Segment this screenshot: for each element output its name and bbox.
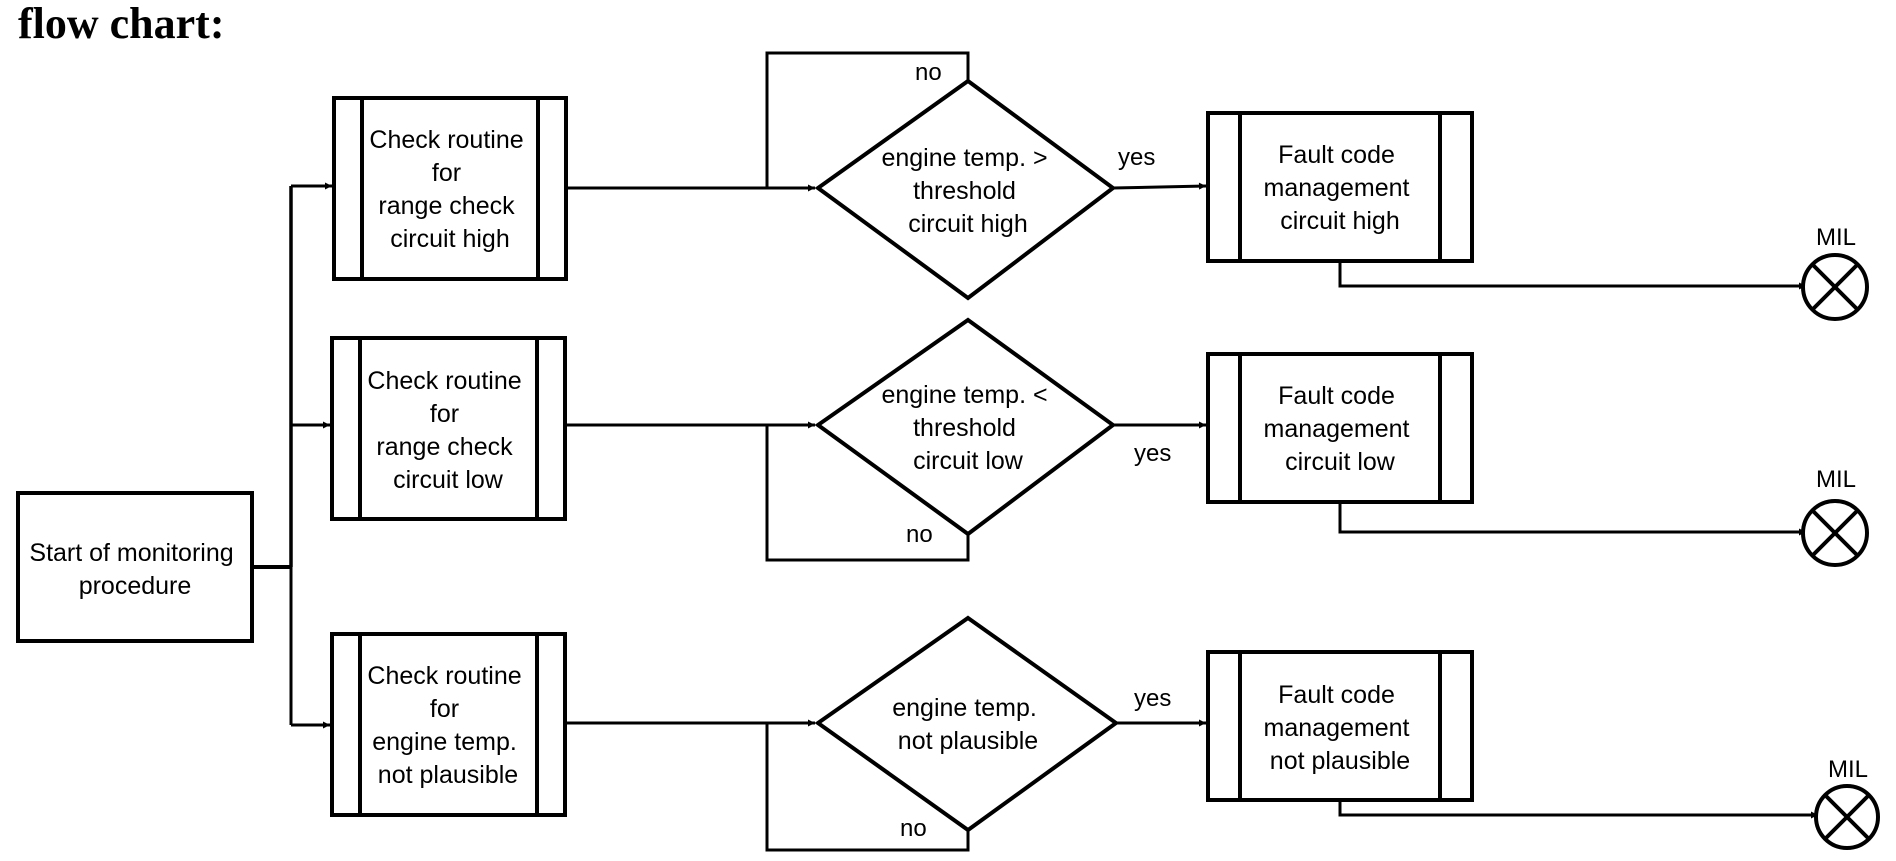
fault-line: Fault code (1278, 382, 1395, 410)
decision-line: threshold (913, 414, 1016, 442)
decision-circuit-low: engine temp. < threshold circuit low (814, 317, 1117, 537)
fault-line: management (1264, 714, 1410, 742)
fault-code-not-plausible: Fault code management not plausible (1206, 650, 1474, 802)
check-line: range check (376, 433, 513, 461)
no-label: no (906, 521, 933, 548)
yes-label: yes (1134, 440, 1171, 467)
fault-line: Fault code (1278, 681, 1395, 709)
mil-label: MIL (1816, 224, 1856, 251)
mil-lamp-icon (1801, 253, 1869, 321)
row-connectors (565, 51, 1818, 852)
check-line: Check routine (367, 367, 521, 395)
check-routine-circuit-low: Check routine for range check circuit lo… (330, 336, 567, 521)
decision-circuit-high: engine temp. > threshold circuit high (814, 78, 1117, 301)
svg-text:Check routine for: Check routine for engine temp. not plaus… (367, 662, 528, 789)
check-line: Check routine (369, 126, 523, 154)
decision-not-plausible: engine temp. not plausible (814, 615, 1120, 833)
svg-text:engine temp. < threshold: engine temp. < threshold circuit low (881, 381, 1054, 475)
fault-line: circuit low (1285, 448, 1396, 476)
fault-line: management (1264, 174, 1410, 202)
mil-lamp-icon (1801, 499, 1869, 567)
decision-line: circuit low (913, 447, 1024, 475)
start-branch-connectors (252, 182, 332, 729)
fault-line: management (1264, 415, 1410, 443)
check-line: for (432, 159, 461, 187)
yes-label: yes (1118, 144, 1155, 171)
check-line: not plausible (378, 761, 518, 789)
svg-text:Fault code management: Fault code management circuit low (1264, 382, 1417, 476)
yes-label: yes (1134, 685, 1171, 712)
page-title: flow chart: (18, 0, 225, 48)
start-line: Start of monitoring (29, 539, 233, 567)
no-label: no (900, 815, 927, 842)
fault-line: Fault code (1278, 141, 1395, 169)
fault-line: not plausible (1270, 747, 1410, 775)
mil-label: MIL (1828, 756, 1868, 783)
svg-text:Start of monitoring proc: Start of monitoring procedure (29, 539, 240, 600)
svg-text:Fault code management: Fault code management circuit high (1264, 141, 1417, 235)
decision-line: engine temp. < (881, 381, 1047, 409)
fault-line: circuit high (1280, 207, 1400, 235)
decision-line: engine temp. > (881, 144, 1047, 172)
fault-code-circuit-high: Fault code management circuit high (1206, 111, 1474, 263)
check-routine-not-plausible: Check routine for engine temp. not plaus… (330, 632, 567, 817)
svg-text:Fault code management: Fault code management not plausible (1264, 681, 1417, 775)
fault-code-circuit-low: Fault code management circuit low (1206, 352, 1474, 504)
check-line: for (430, 400, 459, 428)
decision-line: threshold (913, 177, 1016, 205)
svg-text:engine temp. not plausib: engine temp. not plausible (892, 694, 1044, 755)
check-line: circuit high (390, 225, 510, 253)
no-label: no (915, 59, 942, 86)
mil-lamp-icon (1814, 784, 1880, 850)
check-routine-circuit-high: Check routine for range check circuit hi… (332, 96, 568, 281)
check-line: engine temp. (372, 728, 517, 756)
decision-line: circuit high (908, 210, 1028, 238)
check-line: range check (378, 192, 515, 220)
svg-text:Check routine for: Check routine for range check circuit hi… (369, 126, 530, 253)
check-line: Check routine (367, 662, 521, 690)
check-line: circuit low (393, 466, 504, 494)
start-line: procedure (79, 572, 192, 600)
svg-text:engine temp. > threshold: engine temp. > threshold circuit high (881, 144, 1054, 238)
svg-text:Check routine for: Check routine for range check circuit lo… (367, 367, 528, 494)
start-process-box: Start of monitoring procedure (16, 491, 254, 643)
mil-label: MIL (1816, 466, 1856, 493)
check-line: for (430, 695, 459, 723)
decision-line: engine temp. (892, 694, 1037, 722)
decision-line: not plausible (898, 727, 1038, 755)
